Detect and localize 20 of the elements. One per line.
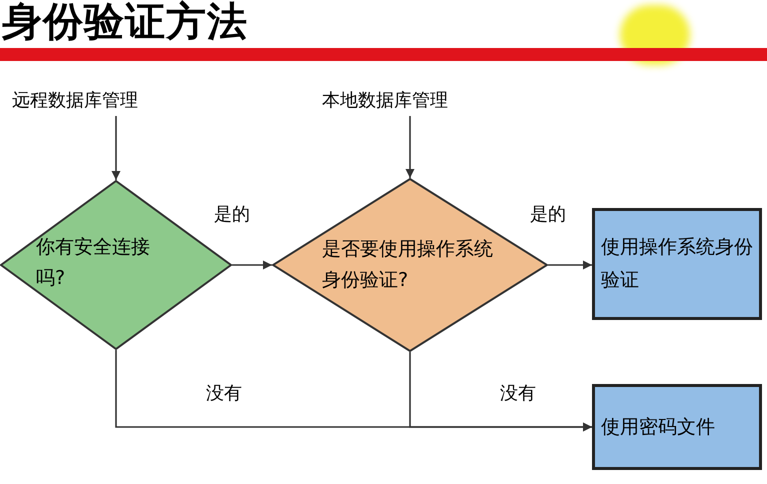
edge-label: 是的: [530, 204, 566, 226]
process-box: [592, 208, 762, 320]
process-text: 使用密码文件: [601, 414, 716, 440]
decision-text: 你有安全连接吗?: [36, 235, 151, 291]
decision-diamond: [0, 180, 232, 350]
node-label: 本地数据库管理: [322, 86, 498, 116]
edge-label: 没有: [500, 383, 536, 405]
arrow: [406, 116, 414, 178]
arrow: [409, 352, 592, 432]
process-box: [592, 384, 762, 470]
title: 身份验证方法: [2, 0, 248, 47]
edge-label: 没有: [206, 383, 242, 405]
arrow: [112, 116, 120, 180]
decision-diamond: [272, 178, 548, 352]
process-text: 使用操作系统身份验证: [601, 235, 753, 293]
edge-label: 是的: [214, 204, 250, 226]
arrow: [232, 260, 272, 270]
node-label: 远程数据库管理: [12, 86, 220, 116]
decision-text: 是否要使用操作系统身份验证?: [322, 237, 494, 293]
arrow: [548, 260, 592, 270]
